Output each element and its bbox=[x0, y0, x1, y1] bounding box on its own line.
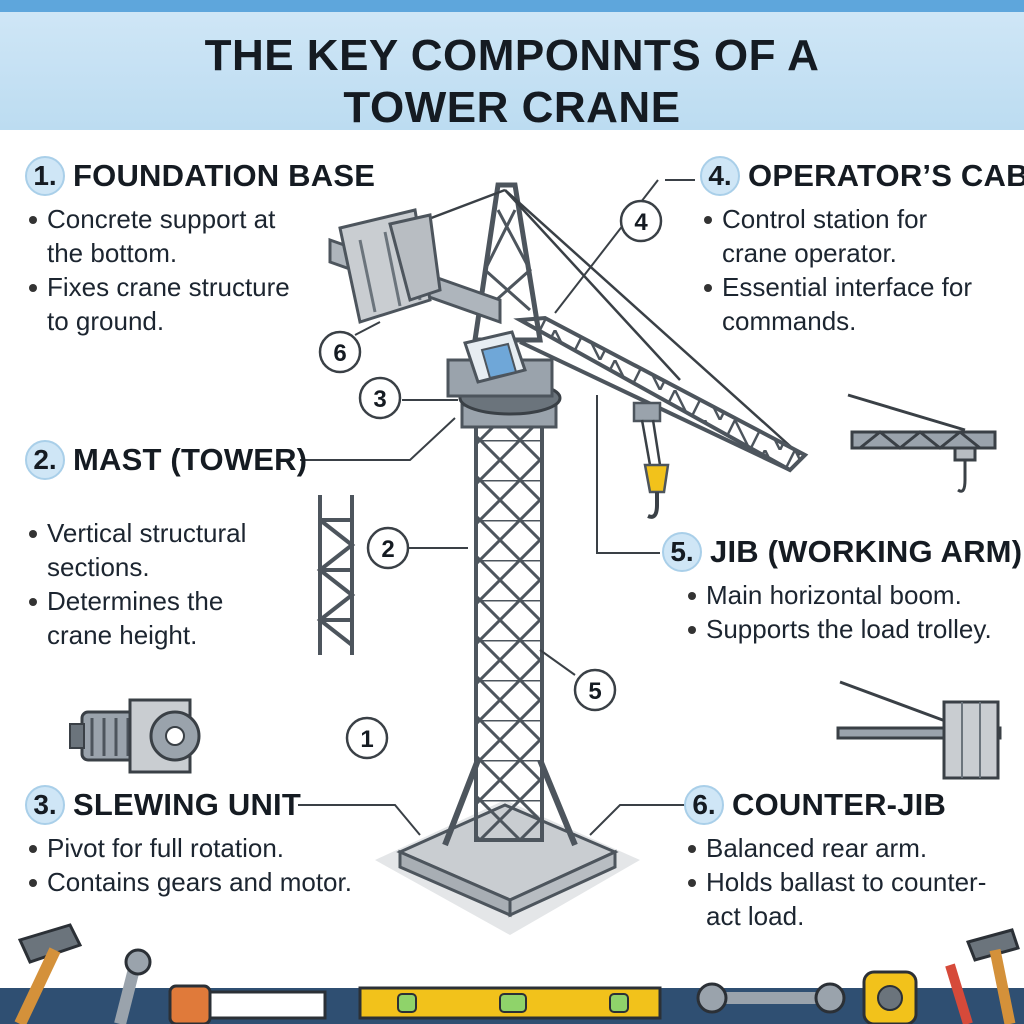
section-title: SLEWING UNIT bbox=[73, 787, 301, 822]
title-line-1: THE KEY COMPONNTS OF A bbox=[204, 31, 820, 80]
svg-text:5: 5 bbox=[588, 678, 601, 705]
bullet-item-continued: to ground. bbox=[47, 306, 165, 336]
svg-text:3: 3 bbox=[373, 386, 386, 413]
callout-1: 1 bbox=[345, 716, 389, 760]
bullet-item: Essential interface for bbox=[700, 270, 1024, 304]
counter-jib bbox=[328, 208, 502, 325]
counter-jib-icon bbox=[836, 680, 1002, 780]
bullet-item-continued: the bottom. bbox=[47, 238, 178, 268]
slewing-ring bbox=[446, 358, 562, 416]
bullet-list: Concrete support at the bottom. Fixes cr… bbox=[25, 202, 375, 338]
section-number-badge: 4. bbox=[700, 156, 740, 196]
callout-6: 6 bbox=[318, 330, 362, 374]
callout-2: 2 bbox=[366, 526, 410, 570]
bullet-list: Balanced rear arm. Holds ballast to coun… bbox=[684, 831, 986, 933]
section-number-badge: 3. bbox=[25, 785, 65, 825]
section-number-badge: 1. bbox=[25, 156, 65, 196]
section-title: OPERATOR’S CAB bbox=[748, 158, 1024, 193]
svg-text:1: 1 bbox=[360, 726, 373, 753]
section-title: MAST (TOWER) bbox=[73, 442, 308, 477]
screwdriver-icon bbox=[945, 963, 973, 1024]
mast-tower bbox=[442, 403, 578, 847]
trolley-hook bbox=[632, 401, 670, 519]
hammer-icon bbox=[14, 923, 83, 1024]
jib-trolley-icon bbox=[847, 393, 997, 493]
tool-strip bbox=[0, 923, 1024, 1024]
bullet-item: Main horizontal boom. bbox=[684, 578, 1022, 612]
main-jib bbox=[513, 315, 809, 473]
bullet-list: Main horizontal boom. Supports the load … bbox=[684, 578, 1022, 646]
svg-text:6: 6 bbox=[333, 340, 346, 367]
section-title: JIB (WORKING ARM) bbox=[710, 534, 1023, 569]
section-foundation-base: 1. FOUNDATION BASE Concrete support at t… bbox=[25, 156, 375, 338]
bullet-item-continued: commands. bbox=[722, 306, 857, 336]
callout-3: 3 bbox=[358, 376, 402, 420]
bullet-item-continued: crane height. bbox=[47, 620, 198, 650]
section-slewing-unit: 3. SLEWING UNIT Pivot for full rotation.… bbox=[25, 785, 352, 899]
bullet-item: Contains gears and motor. bbox=[25, 865, 352, 899]
section-number-badge: 5. bbox=[662, 532, 702, 572]
section-jib-working-arm: 5. JIB (WORKING ARM) Main horizontal boo… bbox=[662, 532, 1022, 646]
spanner-icon bbox=[696, 982, 846, 1014]
saw-icon bbox=[168, 984, 327, 1024]
section-number-badge: 2. bbox=[25, 440, 65, 480]
gear-motor-icon bbox=[69, 698, 201, 774]
title-banner: THE KEY COMPONNTS OF A TOWER CRANE bbox=[0, 0, 1024, 132]
section-title: FOUNDATION BASE bbox=[73, 158, 376, 193]
bullet-item: Determines the bbox=[25, 584, 307, 618]
bullet-item: Balanced rear arm. bbox=[684, 831, 986, 865]
callout-5: 5 bbox=[573, 668, 617, 712]
callout-4: 4 bbox=[619, 199, 663, 243]
section-number-badge: 6. bbox=[684, 785, 724, 825]
bullet-list: Control station for crane operator. Esse… bbox=[700, 202, 1024, 338]
bullet-item-continued: crane operator. bbox=[722, 238, 897, 268]
bullet-item: Fixes crane structure bbox=[25, 270, 375, 304]
tape-measure-icon bbox=[862, 970, 918, 1024]
bullet-item-continued: act load. bbox=[706, 901, 805, 931]
section-title: COUNTER-JIB bbox=[732, 787, 947, 822]
svg-text:2: 2 bbox=[381, 536, 394, 563]
bullet-item-continued: sections. bbox=[47, 552, 150, 582]
bullet-item: Concrete support at bbox=[25, 202, 375, 236]
bullet-item: Vertical structural bbox=[25, 516, 307, 550]
mast-section-icon bbox=[316, 495, 356, 655]
tower-peak bbox=[359, 182, 801, 456]
bullet-list: Pivot for full rotation. Contains gears … bbox=[25, 831, 352, 899]
bullet-item: Holds ballast to counter- bbox=[684, 865, 986, 899]
bullet-item: Pivot for full rotation. bbox=[25, 831, 352, 865]
wrench-icon bbox=[114, 948, 152, 1024]
bullet-list: Vertical structural sections. Determines… bbox=[25, 516, 307, 652]
operator-cab bbox=[463, 330, 527, 384]
page-title: THE KEY COMPONNTS OF A TOWER CRANE bbox=[0, 30, 1024, 134]
bullet-item: Control station for bbox=[700, 202, 1024, 236]
title-line-2: TOWER CRANE bbox=[343, 83, 681, 132]
svg-text:4: 4 bbox=[634, 209, 648, 236]
bullet-item: Supports the load trolley. bbox=[684, 612, 1022, 646]
hammer-icon-right bbox=[965, 928, 1020, 1024]
section-operators-cab: 4. OPERATOR’S CAB Control station for cr… bbox=[700, 156, 1024, 338]
spirit-level-icon bbox=[358, 986, 662, 1020]
section-mast-tower: 2. MAST (TOWER) Vertical structural sect… bbox=[25, 440, 307, 652]
section-counter-jib: 6. COUNTER-JIB Balanced rear arm. Holds … bbox=[684, 785, 986, 933]
